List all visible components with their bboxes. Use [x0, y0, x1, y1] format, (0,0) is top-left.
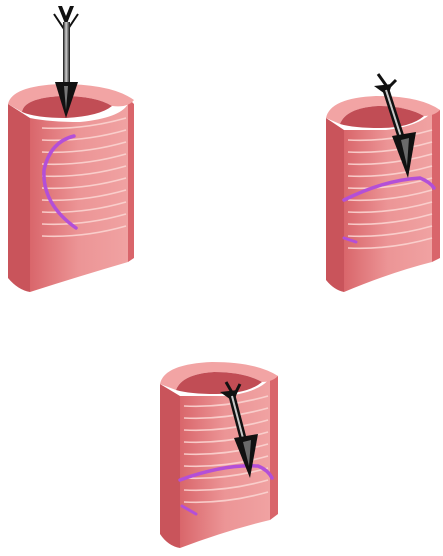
tube-3-outer-wall: [160, 384, 180, 548]
tube-3-inner-surface: [180, 378, 270, 548]
tube-2-outer-wall: [326, 118, 344, 292]
tube-3-right-wall: [270, 374, 278, 520]
tube-2-group: [326, 74, 440, 292]
tube-3-cylinder: [160, 362, 278, 548]
tube-1-cylinder: [8, 84, 134, 292]
tube-2-cylinder: [326, 96, 440, 292]
tube-1-inner-surface: [30, 104, 128, 292]
tube-1-outer-wall: [8, 104, 30, 292]
tube-3-group: [160, 362, 278, 548]
tube-1-group: [8, 6, 134, 292]
